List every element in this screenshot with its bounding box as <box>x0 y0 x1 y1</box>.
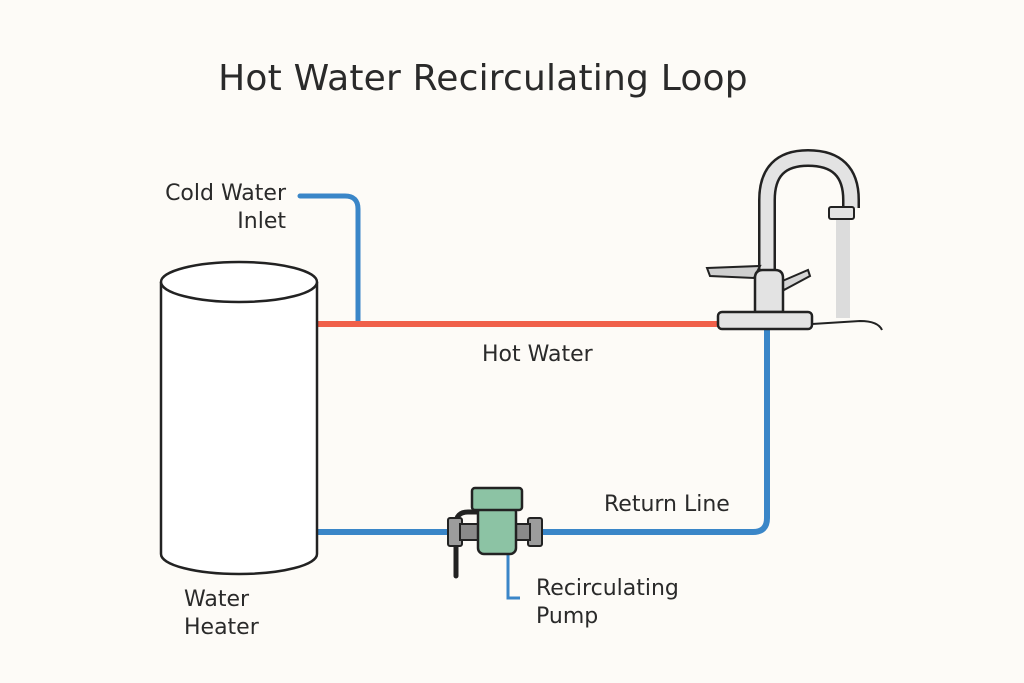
recirculating-pump <box>447 486 543 579</box>
recirculating-pump-label: Recirculating Pump <box>536 575 679 631</box>
diagram-title: Hot Water Recirculating Loop <box>218 58 748 99</box>
cold-water-inlet-pipe <box>297 193 361 327</box>
water-heater-tank <box>159 260 319 576</box>
return-line-pipe <box>535 327 770 535</box>
hot-water-label: Hot Water <box>482 342 593 367</box>
cold-water-inlet-label-line2: Inlet <box>237 209 286 234</box>
recirculating-pump-label-line1: Recirculating <box>536 576 679 601</box>
water-heater-label-line1: Water <box>184 587 250 612</box>
recirculating-pump-label-line2: Pump <box>536 604 599 629</box>
cold-water-inlet-label-line1: Cold Water <box>165 181 286 206</box>
water-heater-label-line2: Heater <box>184 615 259 640</box>
faucet <box>705 148 883 331</box>
water-heater-label: Water Heater <box>184 586 259 642</box>
pump-leader-line <box>506 553 520 600</box>
return-line-label: Return Line <box>604 492 730 517</box>
cold-water-inlet-label: Cold Water Inlet <box>153 180 286 236</box>
